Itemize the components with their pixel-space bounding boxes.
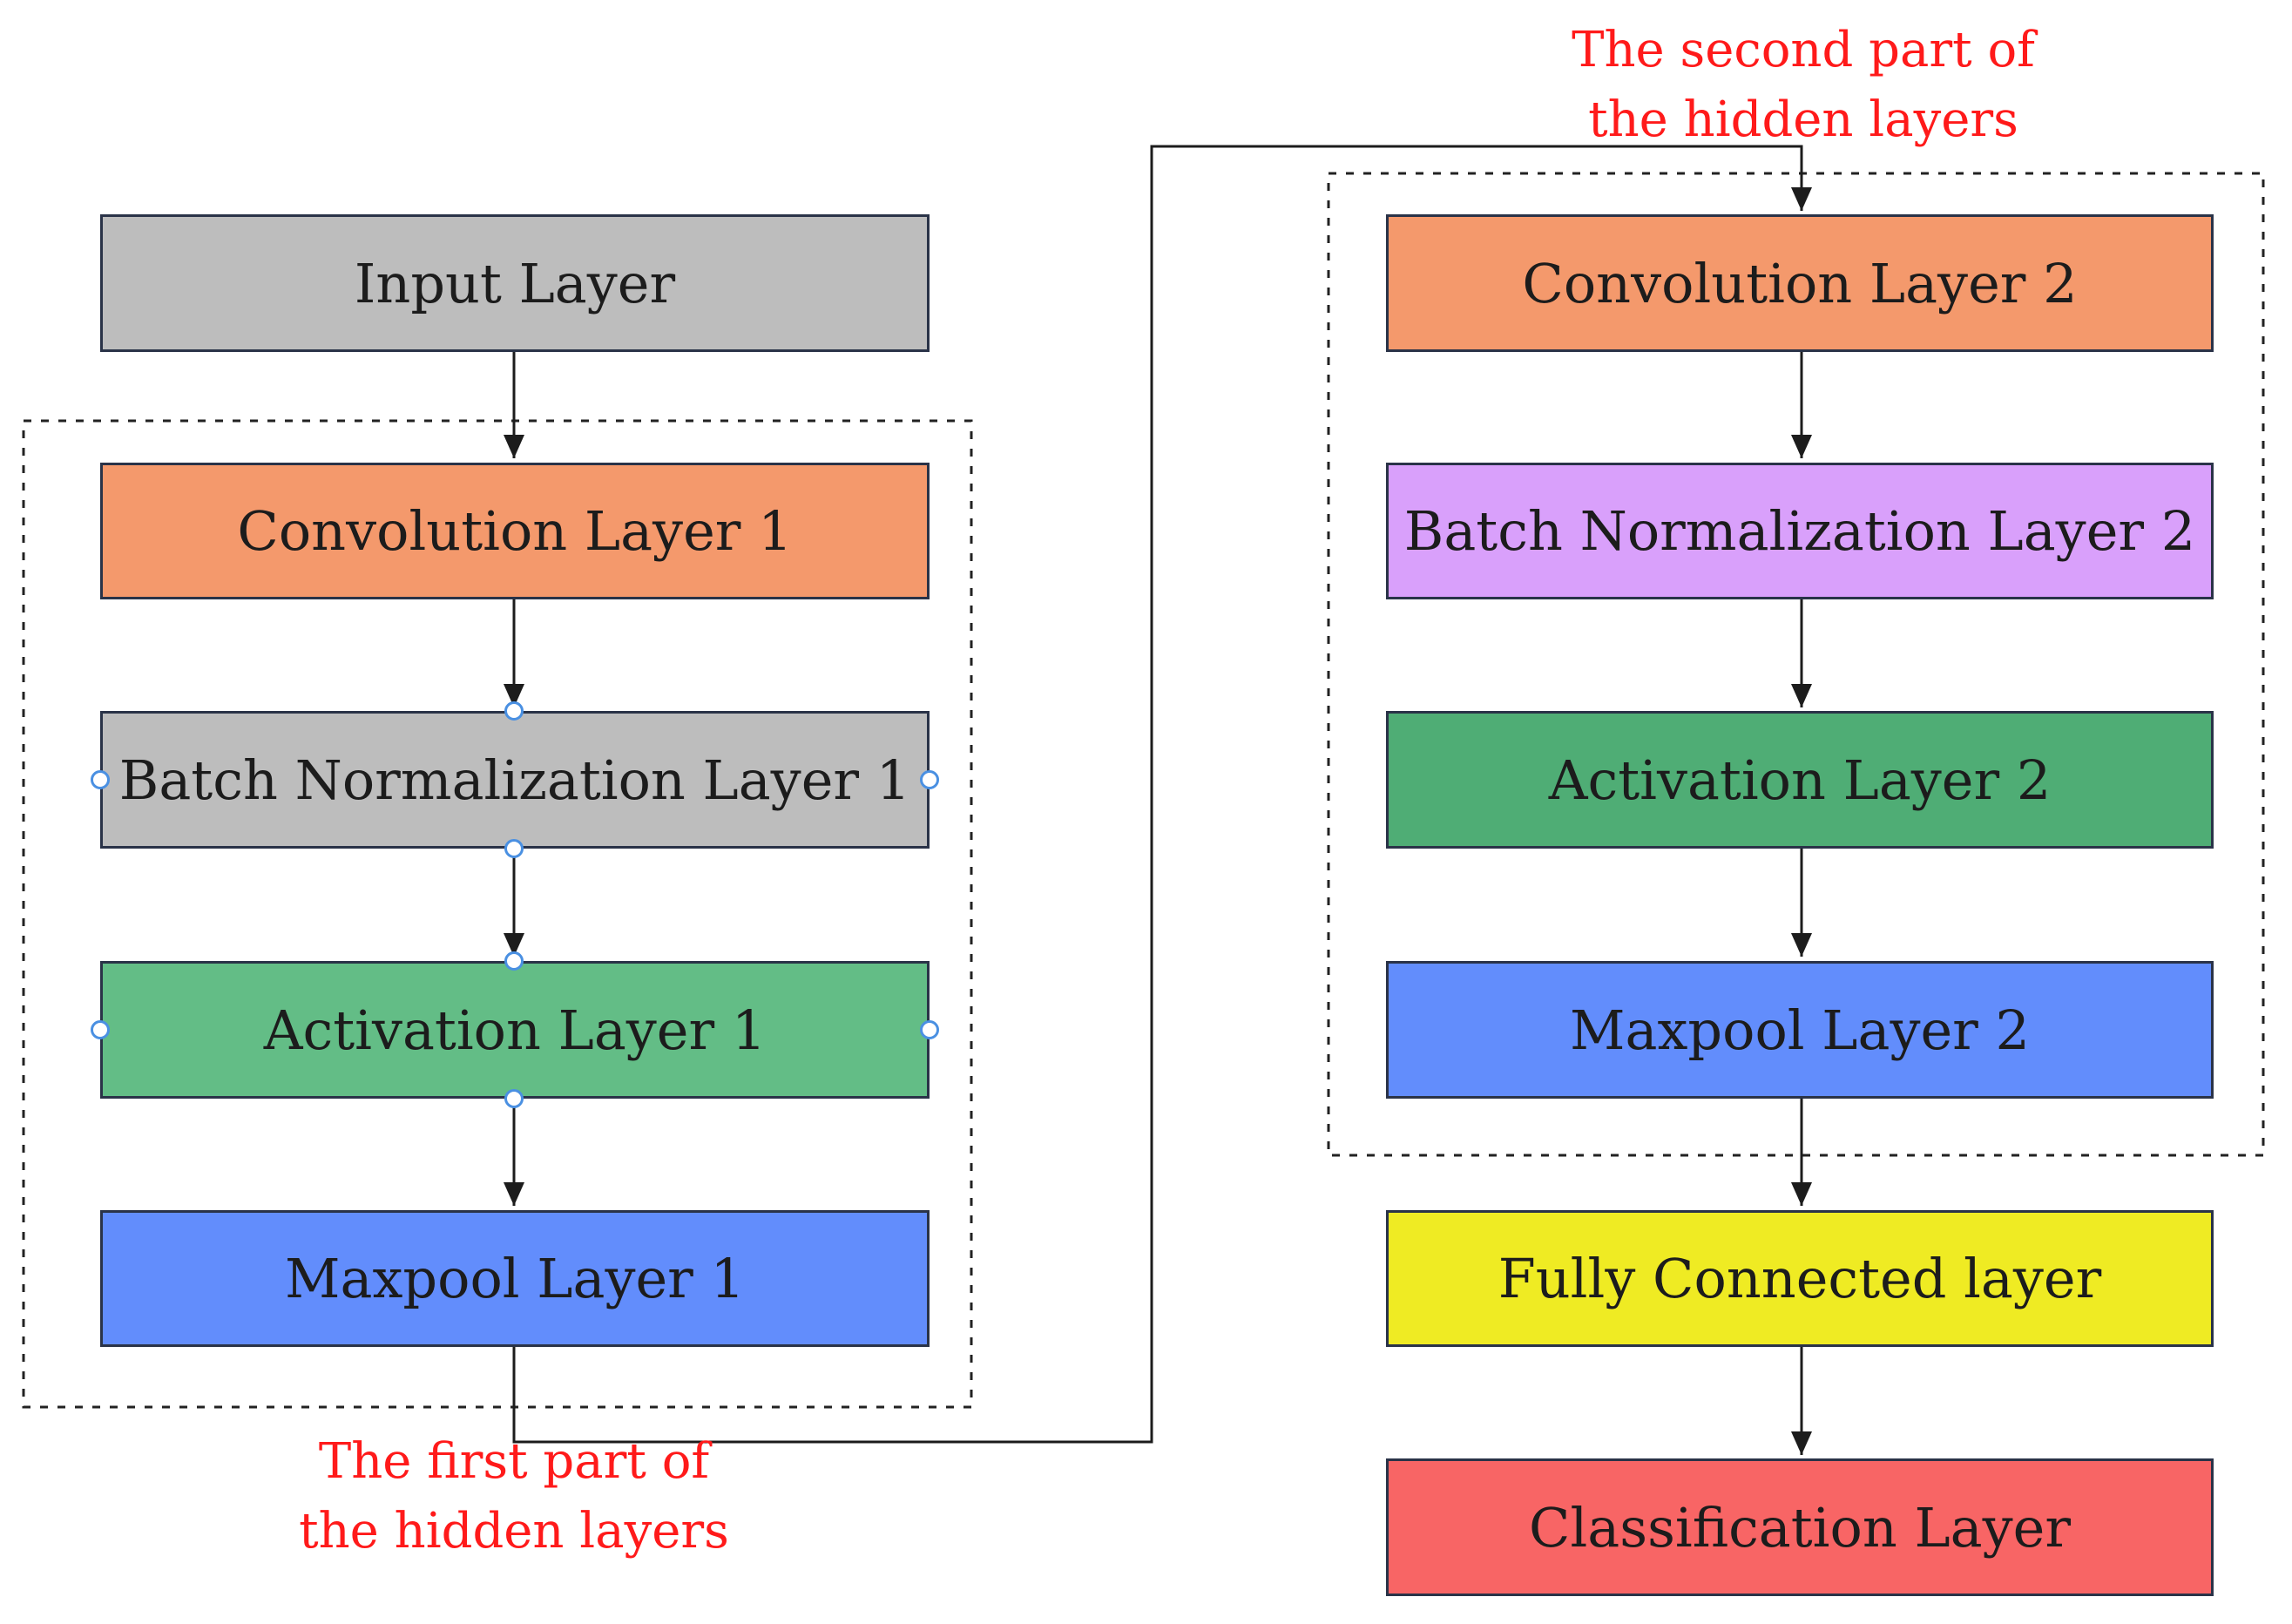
selection-handle[interactable] [920,770,939,789]
input-layer-box[interactable]: Input Layer [100,214,930,352]
activation-layer-1-box[interactable]: Activation Layer 1 [100,961,930,1099]
second-part-annotation: The second part of the hidden layers [1572,22,2035,148]
selection-handle[interactable] [504,701,524,721]
connector-pool1-to-conv2 [512,145,1812,1444]
selection-handle[interactable] [504,1089,524,1108]
classification-layer-box[interactable]: Classification Layer [1386,1458,2214,1596]
first-hidden-group-frame [22,419,973,1409]
batch-normalization-layer-1-box[interactable]: Batch Normalization Layer 1 [100,711,930,849]
fully-connected-layer-box[interactable]: Fully Connected layer [1386,1210,2214,1347]
batch-normalization-layer-2-box[interactable]: Batch Normalization Layer 2 [1386,463,2214,599]
selection-handle[interactable] [504,839,524,858]
selection-handle[interactable] [91,1020,110,1039]
selection-handle[interactable] [920,1020,939,1039]
selection-handle[interactable] [504,951,524,971]
selection-handle[interactable] [91,770,110,789]
activation-layer-2-box[interactable]: Activation Layer 2 [1386,711,2214,849]
maxpool-layer-1-box[interactable]: Maxpool Layer 1 [100,1210,930,1347]
maxpool-layer-2-box[interactable]: Maxpool Layer 2 [1386,961,2214,1099]
convolution-layer-2-box[interactable]: Convolution Layer 2 [1386,214,2214,352]
first-part-annotation: The first part of the hidden layers [299,1433,729,1560]
convolution-layer-1-box[interactable]: Convolution Layer 1 [100,463,930,599]
